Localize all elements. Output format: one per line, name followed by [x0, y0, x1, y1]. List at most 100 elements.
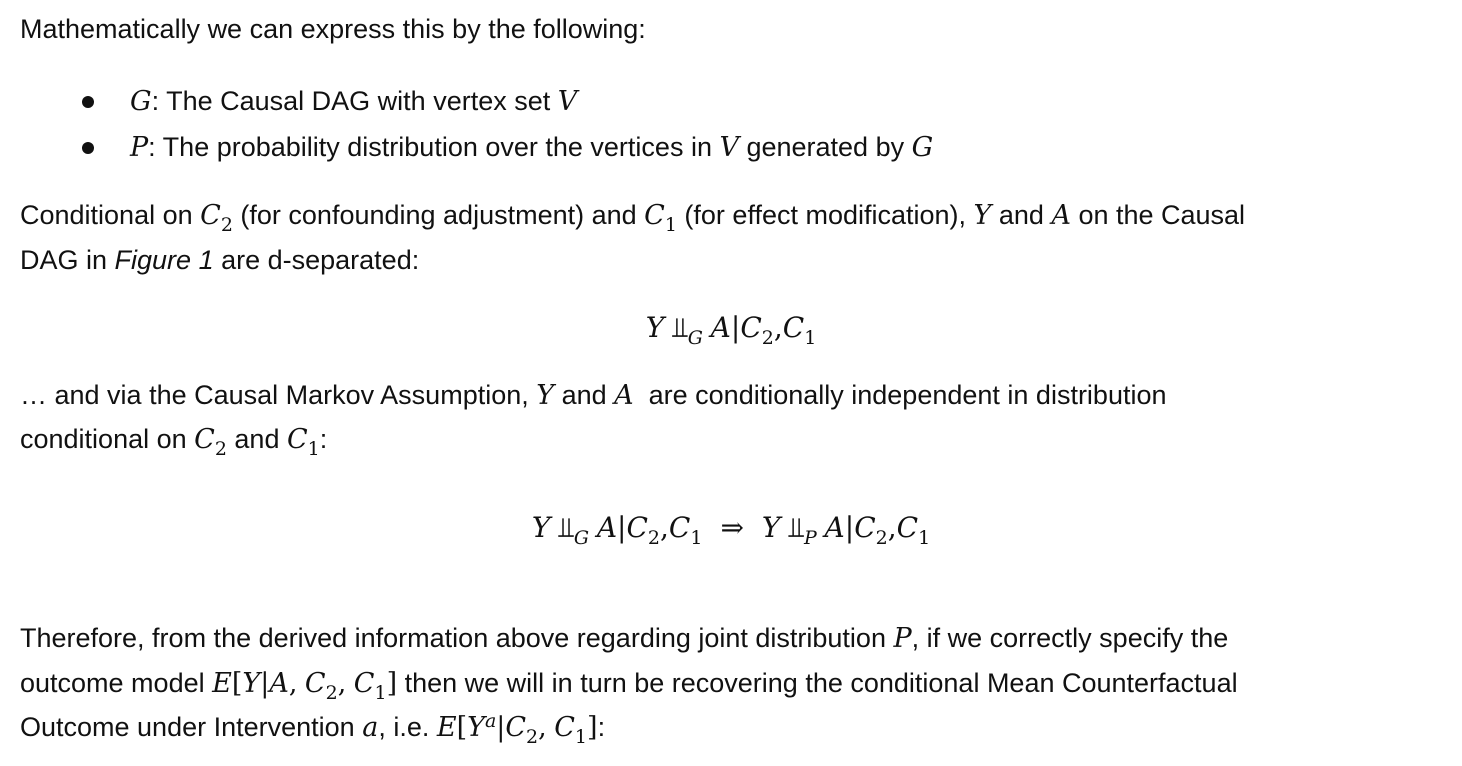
math-comma: ,: [660, 511, 669, 544]
math-comma: ,: [773, 311, 783, 344]
text-run: outcome model: [20, 668, 213, 698]
math-symbol: Y: [467, 712, 485, 743]
math-subscript: 1: [804, 327, 817, 349]
math-comma: ,: [887, 511, 897, 544]
math-subscript: 2: [214, 438, 227, 460]
paragraph-markov-line1: … and via the Causal Markov Assumption, …: [20, 378, 1167, 413]
math-symbol: P: [130, 132, 149, 163]
math-subscript: 2: [761, 327, 774, 349]
math-symbol: Y: [531, 511, 551, 544]
implies-arrow-icon: ⇒: [720, 511, 744, 544]
text-run: , if we correctly specify the: [911, 623, 1229, 653]
math-comma: ,: [288, 668, 298, 699]
math-subscript: 2: [220, 214, 233, 236]
math-superscript: a: [484, 710, 497, 732]
intro-text: Mathematically we can express this by th…: [20, 14, 646, 44]
bullet-text: : The probability distribution over the …: [148, 132, 720, 162]
text-run: are d-separated:: [213, 245, 420, 275]
math-symbol: C: [740, 311, 762, 344]
math-bracket: ]: [386, 668, 398, 699]
text-run: on the Causal: [1070, 200, 1246, 230]
text-run: and: [554, 380, 615, 410]
math-symbol: A: [710, 311, 731, 344]
text-run: DAG in: [20, 245, 115, 275]
bullet-text: generated by: [738, 132, 912, 162]
math-symbol: Y: [645, 311, 665, 344]
math-symbol: Y: [242, 668, 261, 699]
math-symbol: A: [614, 380, 634, 411]
bullet-dot-icon: [82, 142, 94, 154]
math-subscript: 1: [690, 527, 703, 549]
bullet-item-distribution: P: The probability distribution over the…: [130, 130, 933, 165]
math-symbol: Y: [973, 200, 992, 231]
text-run: Outcome under Intervention: [20, 712, 363, 742]
paragraph-therefore-line3: Outcome under Intervention a, i.e. E[Ya|…: [20, 710, 605, 748]
math-bracket: ]: [587, 712, 598, 743]
math-symbol: C: [896, 511, 919, 544]
math-symbol: Y: [761, 511, 781, 544]
math-subscript: 2: [647, 527, 661, 549]
text-run: Conditional on: [20, 200, 201, 230]
math-comma: ,: [337, 668, 347, 699]
math-bar: |: [617, 511, 627, 544]
math-symbol: C: [782, 311, 805, 344]
math-bracket: [: [456, 712, 468, 743]
math-symbol: C: [505, 712, 527, 743]
equation-d-separation: Y ⫫G A|C2,C1: [0, 311, 1462, 348]
figure-reference: Figure 1: [114, 245, 214, 275]
text-run: … and via the Causal Markov Assumption,: [20, 380, 537, 410]
text-run: conditional on: [20, 424, 195, 454]
math-symbol: C: [200, 200, 221, 231]
text-run: then we will in turn be recovering the c…: [397, 668, 1238, 698]
math-symbol: A: [596, 511, 618, 544]
independence-symbol: ⫫: [671, 311, 688, 344]
paragraph-therefore-line1: Therefore, from the derived information …: [20, 621, 1228, 656]
math-symbol: G: [130, 86, 152, 117]
bullet-dot-icon: [82, 96, 94, 108]
math-symbol: C: [304, 668, 326, 699]
math-subscript: 2: [875, 527, 888, 549]
math-subscript: 1: [307, 438, 320, 460]
bullet-text: : The Causal DAG with vertex set: [151, 86, 558, 116]
math-symbol: C: [194, 424, 215, 455]
math-bar: |: [844, 511, 855, 544]
text-run: Therefore, from the derived information …: [20, 623, 894, 653]
text-run: :: [319, 424, 328, 454]
text-run: and: [991, 200, 1052, 230]
math-symbol: E: [212, 668, 232, 699]
independence-symbol: ⫫: [558, 511, 574, 544]
paragraph-conditional-line2: DAG in Figure 1 are d-separated:: [20, 243, 419, 277]
math-subscript: 1: [918, 527, 931, 549]
math-bar: |: [260, 668, 270, 699]
math-symbol: C: [353, 668, 375, 699]
math-subscript: 2: [325, 682, 338, 704]
math-symbol: V: [719, 132, 739, 163]
math-symbol: C: [644, 200, 665, 231]
math-symbol: C: [554, 712, 575, 743]
paragraph-therefore-line2: outcome model E|[Y|A, C2, C1] then we wi…: [20, 666, 1238, 704]
math-symbol: C: [626, 511, 648, 544]
math-bar: |: [730, 311, 741, 344]
math-symbol: A: [1051, 200, 1071, 231]
math-subscript: G: [687, 327, 703, 349]
paragraph-markov-line2: conditional on C2 and C1:: [20, 422, 328, 460]
math-symbol: Y: [536, 380, 555, 411]
math-subscript: 1: [664, 214, 677, 236]
math-bracket: [: [231, 668, 243, 699]
math-subscript: 2: [526, 726, 539, 748]
math-symbol: P: [893, 623, 912, 654]
math-symbol: a: [362, 712, 379, 743]
math-symbol: A: [269, 668, 289, 699]
math-symbol: E: [436, 712, 457, 743]
math-symbol: C: [668, 511, 691, 544]
text-run: , i.e.: [378, 712, 437, 742]
paragraph-conditional-line1: Conditional on C2 (for confounding adjus…: [20, 198, 1246, 236]
math-subscript: 1: [374, 682, 387, 704]
text-run: and: [226, 424, 287, 454]
math-symbol: V: [557, 86, 578, 117]
math-bar: |: [496, 712, 506, 743]
math-symbol: A: [824, 511, 845, 544]
math-subscript: 1: [574, 726, 588, 748]
equation-markov-implication: Y ⫫G A|C2,C1⇒Y ⫫P A|C2,C1: [0, 511, 1462, 548]
text-run: (for effect modification),: [676, 200, 974, 230]
